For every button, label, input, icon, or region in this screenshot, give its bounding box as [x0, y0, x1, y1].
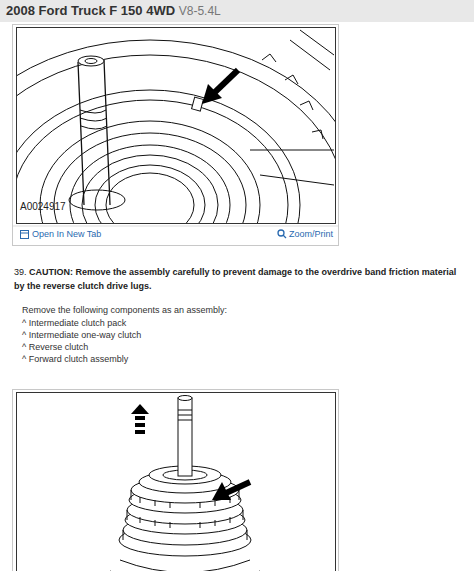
figure-frame: [17, 393, 336, 571]
callout-arrow: [202, 70, 238, 104]
zoom-icon: [278, 230, 286, 238]
header-engine: V8-5.4L: [179, 4, 221, 18]
header-bar: [0, 0, 474, 22]
drum-illustration: [17, 30, 335, 223]
caution-text: CAUTION: Remove the assembly carefully t…: [14, 267, 456, 291]
link-text: Zoom/Print: [289, 229, 333, 239]
lift-arrow: [131, 404, 149, 434]
header-title: 2008 Ford Truck F 150 4WD: [6, 3, 175, 18]
list-item: ^ Intermediate clutch pack: [22, 318, 126, 328]
callout-arrow: [212, 482, 250, 500]
list-item: ^ Forward clutch assembly: [22, 354, 128, 364]
list-item: ^ Intermediate one-way clutch: [22, 330, 141, 340]
page-header: 2008 Ford Truck F 150 4WD V8-5.4L: [6, 3, 221, 18]
link-text: Open In New Tab: [32, 229, 101, 239]
list-item: ^ Reverse clutch: [22, 342, 88, 352]
instruction-text: Remove the following components as an as…: [22, 305, 227, 315]
figure-id: A0024917: [20, 201, 66, 212]
open-tab-icon: [21, 231, 29, 239]
step-paragraph: 39. CAUTION: Remove the assembly careful…: [14, 265, 466, 293]
figure-card: [13, 390, 339, 571]
step-number: 39.: [14, 267, 27, 277]
clutch-assembly-illustration: [110, 396, 260, 571]
